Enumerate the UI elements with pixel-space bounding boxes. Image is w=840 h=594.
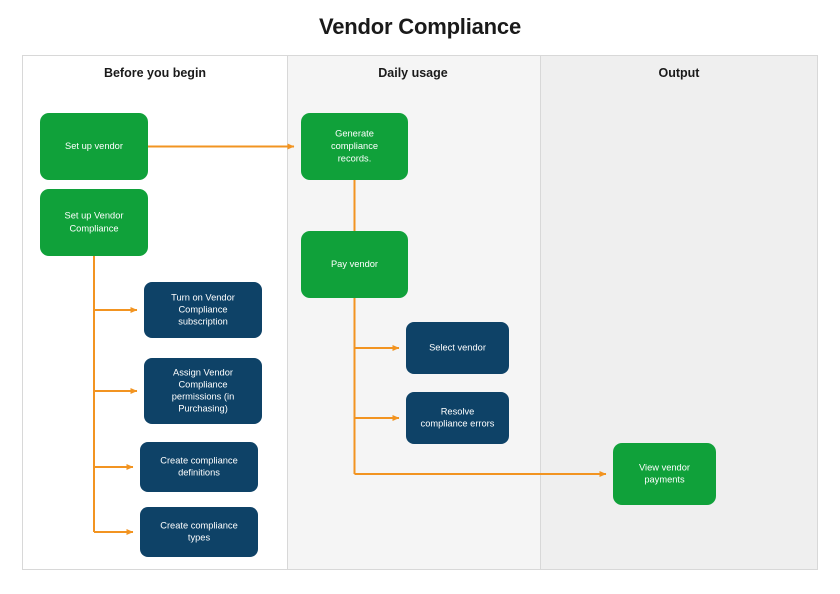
lane-header-output: Output [659, 66, 701, 80]
node-label-create-definitions-line1: Create compliance [160, 455, 238, 465]
node-turn-on-vendor-compliance-subscription[interactable]: Turn on Vendor Compliance subscription [144, 282, 262, 338]
node-label-select-vendor: Select vendor [429, 342, 486, 352]
node-label-create-types-line2: types [188, 532, 211, 542]
node-label-set-up-vendor-compliance-line2: Compliance [69, 223, 118, 233]
node-select-vendor[interactable]: Select vendor [406, 322, 509, 374]
lane-headers: Before you begin Daily usage Output [104, 66, 700, 80]
diagram-canvas: Before you begin Daily usage Output [22, 55, 818, 570]
node-label-resolve-errors-line1: Resolve [441, 406, 475, 416]
node-view-vendor-payments[interactable]: View vendor payments [613, 443, 716, 505]
node-label-pay-vendor: Pay vendor [331, 259, 378, 269]
node-set-up-vendor-compliance[interactable]: Set up Vendor Compliance [40, 189, 148, 256]
node-generate-compliance-records[interactable]: Generate compliance records. [301, 113, 408, 180]
node-label-create-definitions-line2: definitions [178, 467, 220, 477]
node-create-compliance-types[interactable]: Create compliance types [140, 507, 258, 557]
node-label-assign-permissions-line4: Purchasing) [178, 403, 228, 413]
node-label-turn-on-subscription-line3: subscription [178, 316, 228, 326]
node-label-set-up-vendor-compliance-line1: Set up Vendor [65, 210, 124, 220]
node-label-turn-on-subscription-line1: Turn on Vendor [171, 292, 235, 302]
node-label-set-up-vendor: Set up vendor [65, 141, 123, 151]
node-create-compliance-definitions[interactable]: Create compliance definitions [140, 442, 258, 492]
node-label-assign-permissions-line3: permissions (in [172, 391, 235, 401]
lane-bg-output [540, 55, 818, 570]
node-label-assign-permissions-line2: Compliance [178, 379, 227, 389]
node-label-generate-records-line2: compliance [331, 141, 378, 151]
node-label-resolve-errors-line2: compliance errors [421, 418, 495, 428]
node-label-turn-on-subscription-line2: Compliance [178, 304, 227, 314]
node-pay-vendor[interactable]: Pay vendor [301, 231, 408, 298]
node-resolve-compliance-errors[interactable]: Resolve compliance errors [406, 392, 509, 444]
node-label-view-payments-line1: View vendor [639, 462, 690, 472]
node-assign-vendor-compliance-permissions[interactable]: Assign Vendor Compliance permissions (in… [144, 358, 262, 424]
node-label-create-types-line1: Create compliance [160, 520, 238, 530]
node-label-generate-records-line3: records. [338, 153, 372, 163]
lane-header-before-you-begin: Before you begin [104, 66, 206, 80]
lane-header-daily-usage: Daily usage [378, 66, 448, 80]
node-label-assign-permissions-line1: Assign Vendor [173, 367, 233, 377]
flow-svg: Before you begin Daily usage Output [22, 55, 818, 570]
node-label-generate-records-line1: Generate [335, 128, 374, 138]
node-set-up-vendor[interactable]: Set up vendor [40, 113, 148, 180]
node-label-view-payments-line2: payments [644, 474, 685, 484]
flow-edges [93, 143, 607, 535]
page-title: Vendor Compliance [319, 14, 521, 39]
